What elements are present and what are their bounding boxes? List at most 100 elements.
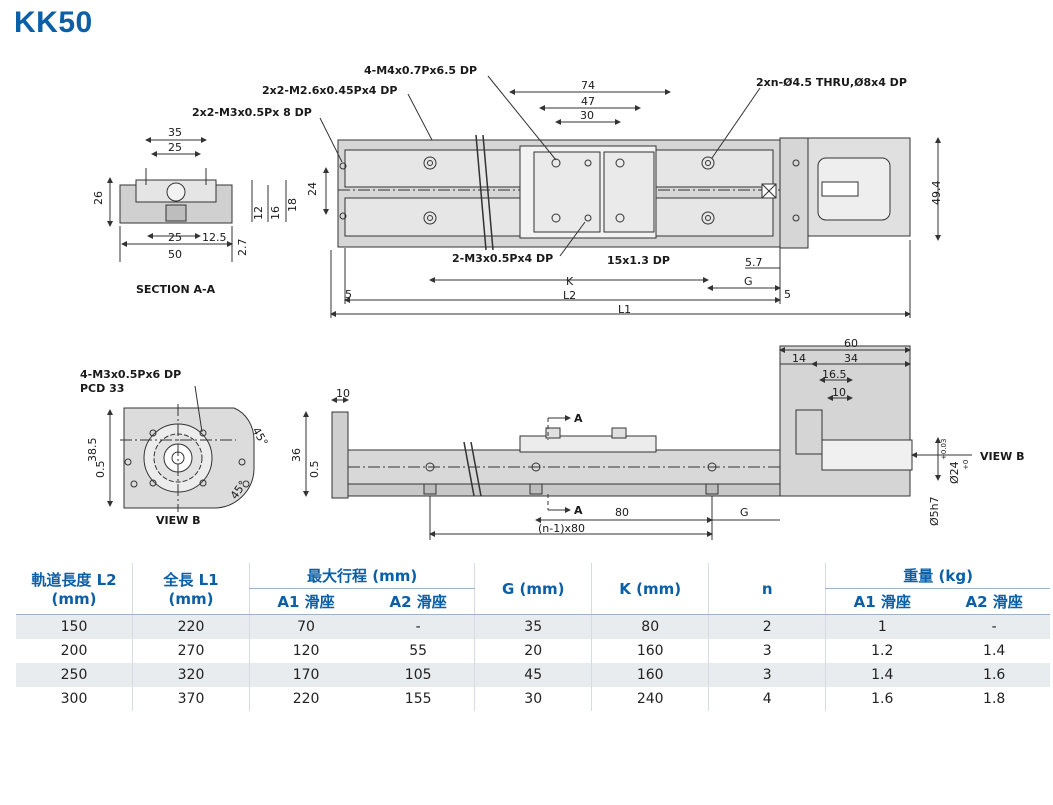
cell: 170: [249, 663, 363, 687]
cell: 1.2: [825, 639, 939, 663]
dim-0-5-view-b: 0.5: [94, 461, 107, 479]
cell: 4: [708, 687, 826, 711]
cell: 2: [708, 614, 826, 639]
cell: 30: [474, 687, 592, 711]
cell: 370: [132, 687, 250, 711]
section-marker-bottom: A: [574, 504, 583, 517]
cell: 220: [249, 687, 363, 711]
dim-74: 74: [581, 79, 595, 92]
section-view: [107, 137, 287, 262]
side-carriage: [519, 435, 657, 453]
dim-25-top: 25: [168, 141, 182, 154]
col-header-stroke-a1: A1 滑座: [249, 588, 363, 615]
cell: 270: [132, 639, 250, 663]
l1-label: 全長 L1: [163, 571, 219, 589]
section-caption: SECTION A-A: [136, 283, 216, 296]
dim-5-left: 5: [345, 288, 352, 301]
cell: 20: [474, 639, 592, 663]
dim-tol-lower: +0: [962, 460, 970, 470]
col-header-k: K (mm): [591, 563, 709, 615]
col-header-g: G (mm): [474, 563, 592, 615]
l2-label: 軌道長度 L2: [31, 571, 117, 589]
dim-tol-upper: +0.03: [940, 439, 948, 460]
l1-unit: (mm): [168, 590, 214, 608]
cell: -: [362, 614, 475, 639]
dim-l1: L1: [618, 303, 631, 316]
dim-12: 12: [252, 206, 265, 220]
cell: 1.6: [825, 687, 939, 711]
table-row: 150 220 70 - 35 80 2 1 -: [16, 614, 1050, 639]
callout-m3-view-b: 4-M3x0.5Px6 DP: [80, 368, 181, 381]
dim-80: 80: [615, 506, 629, 519]
table-row: 300 370 220 155 30 240 4 1.6 1.8: [16, 687, 1050, 711]
col-header-weight-a2: A2 滑座: [938, 588, 1050, 615]
cell: 1.6: [938, 663, 1050, 687]
cell: 3: [708, 663, 826, 687]
table-row: 250 320 170 105 45 160 3 1.4 1.6: [16, 663, 1050, 687]
cell: 1: [825, 614, 939, 639]
col-header-l1: 全長 L1(mm): [132, 563, 250, 615]
cell: 45: [474, 663, 592, 687]
dim-n-1-x80: (n-1)x80: [538, 522, 585, 535]
cell: 35: [474, 614, 592, 639]
spec-table: 軌道長度 L2(mm) 全長 L1(mm) 最大行程 (mm) G (mm) K…: [16, 563, 1050, 711]
dim-2-7: 2.7: [236, 239, 249, 257]
cell: 150: [16, 614, 133, 639]
callout-m4: 4-M4x0.7Px6.5 DP: [364, 64, 477, 77]
section-marker-top: A: [574, 412, 583, 425]
callout-thru: 2xn-Ø4.5 THRU,Ø8x4 DP: [756, 76, 907, 89]
dim-34: 34: [844, 352, 858, 365]
dim-50: 50: [168, 248, 182, 261]
cell: 240: [591, 687, 709, 711]
dim-0-5-side: 0.5: [308, 461, 321, 479]
cell: 80: [591, 614, 709, 639]
dim-60: 60: [844, 337, 858, 350]
dim-g: G: [744, 275, 753, 288]
cell: 155: [362, 687, 475, 711]
dim-g-side: G: [740, 506, 749, 519]
top-view: [319, 75, 941, 318]
side-view: [303, 345, 972, 540]
dim-35: 35: [168, 126, 182, 139]
dim-38-5: 38.5: [86, 438, 99, 463]
dim-dia-24: Ø24: [948, 461, 961, 484]
dim-5-right: 5: [784, 288, 791, 301]
callout-m26: 2x2-M2.6x0.45Px4 DP: [262, 84, 397, 97]
dim-5-7: 5.7: [745, 256, 763, 269]
cell: 320: [132, 663, 250, 687]
dim-26: 26: [92, 191, 105, 205]
cell: 105: [362, 663, 475, 687]
cell: -: [938, 614, 1050, 639]
cell: 160: [591, 663, 709, 687]
cell: 250: [16, 663, 133, 687]
col-header-weight: 重量 (kg): [825, 563, 1050, 589]
side-view-text: 10 36 0.5 80 G (n-1)x80 60 14 34 16.5 10…: [290, 337, 1024, 535]
col-header-l2: 軌道長度 L2(mm): [16, 563, 133, 615]
section-view-text: 35 25 26 25 12.5 50 12 16 18 2.7 SECTION…: [92, 126, 299, 296]
page-title: KK50: [14, 6, 93, 39]
view-b-arrow-label: VIEW B: [980, 450, 1024, 463]
view-b: [107, 385, 255, 512]
cell: 3: [708, 639, 826, 663]
dim-14: 14: [792, 352, 806, 365]
dim-25-bot: 25: [168, 231, 182, 244]
callout-pcd: PCD 33: [80, 382, 124, 395]
dim-10-side: 10: [336, 387, 350, 400]
callout-15x13: 15x1.3 DP: [607, 254, 670, 267]
dim-36: 36: [290, 448, 303, 462]
cell: 200: [16, 639, 133, 663]
dim-18: 18: [286, 198, 299, 212]
cell: 120: [249, 639, 363, 663]
cell: 220: [132, 614, 250, 639]
cell: 1.4: [938, 639, 1050, 663]
dim-49-4: 49.4: [930, 181, 943, 206]
cell: 160: [591, 639, 709, 663]
cell: 1.4: [825, 663, 939, 687]
cell: 70: [249, 614, 363, 639]
col-header-stroke: 最大行程 (mm): [248, 563, 475, 589]
dim-dia-5h7: Ø5h7: [928, 496, 941, 526]
side-motor-block: [779, 345, 911, 497]
l2-unit: (mm): [51, 590, 97, 608]
cell: 1.8: [938, 687, 1050, 711]
dim-16-5: 16.5: [822, 368, 847, 381]
